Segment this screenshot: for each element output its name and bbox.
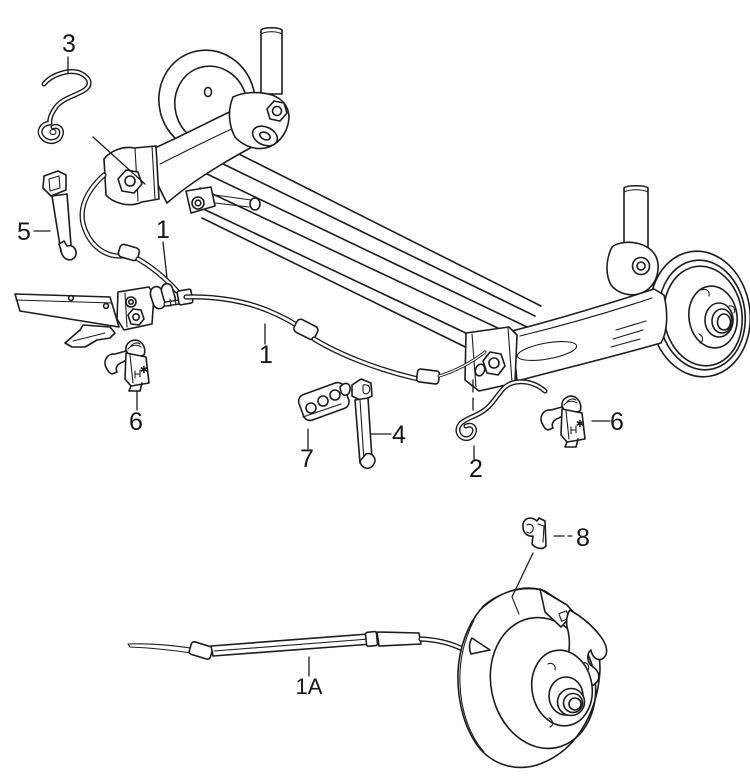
callout-1a[interactable]: 1A — [296, 674, 323, 699]
right-strut-mount — [606, 241, 659, 296]
callout-8[interactable]: 8 — [576, 524, 590, 552]
cable-ferrule — [117, 243, 141, 262]
leader-lines — [33, 56, 611, 677]
cable-ferrule — [293, 318, 319, 341]
callout-6-right[interactable]: 6 — [610, 408, 624, 436]
parking-brake-cable-left — [79, 172, 180, 294]
left-shock-absorber — [260, 26, 283, 95]
clip-star-marking: ✱ — [140, 365, 148, 376]
right-trailing-arm — [511, 288, 668, 382]
part-2-spring-clip — [455, 379, 548, 442]
part-4-retaining-strap — [351, 378, 376, 470]
left-strut-mount — [228, 91, 290, 150]
clip-star-marking: ✱ — [576, 419, 584, 430]
part-5-retaining-strap — [42, 170, 77, 261]
right-shock-absorber — [623, 184, 649, 248]
brake-cable-1a — [127, 630, 471, 660]
parking-brake-cable-main — [183, 294, 487, 385]
arm-bolt — [482, 351, 506, 376]
callout-6-left[interactable]: 6 — [129, 408, 143, 436]
right-brake-drum — [648, 250, 750, 378]
torsion-beam — [196, 148, 542, 363]
handbrake-lever-rod — [14, 293, 120, 348]
cable-end-sleeve — [415, 368, 441, 385]
callout-4[interactable]: 4 — [392, 421, 406, 449]
cable-equalizer — [116, 282, 194, 331]
part-7-cable-clip — [297, 381, 351, 422]
callout-3[interactable]: 3 — [62, 30, 76, 58]
callout-2[interactable]: 2 — [469, 455, 483, 483]
rear-brake-backing-plate — [457, 587, 608, 769]
beam-bracket-pin — [185, 186, 261, 214]
strut-bolt — [266, 100, 288, 122]
callout-1-upper[interactable]: 1 — [156, 216, 170, 244]
part-8-retaining-clip — [522, 517, 547, 550]
cable-entry-dart — [468, 637, 491, 655]
callout-1-lower[interactable]: 1 — [259, 341, 273, 369]
cable-ferrule — [188, 640, 214, 660]
part-3-spring-clip — [37, 69, 92, 145]
callout-5[interactable]: 5 — [17, 218, 31, 246]
adjuster-nut — [127, 308, 145, 326]
callout-7[interactable]: 7 — [300, 445, 314, 473]
